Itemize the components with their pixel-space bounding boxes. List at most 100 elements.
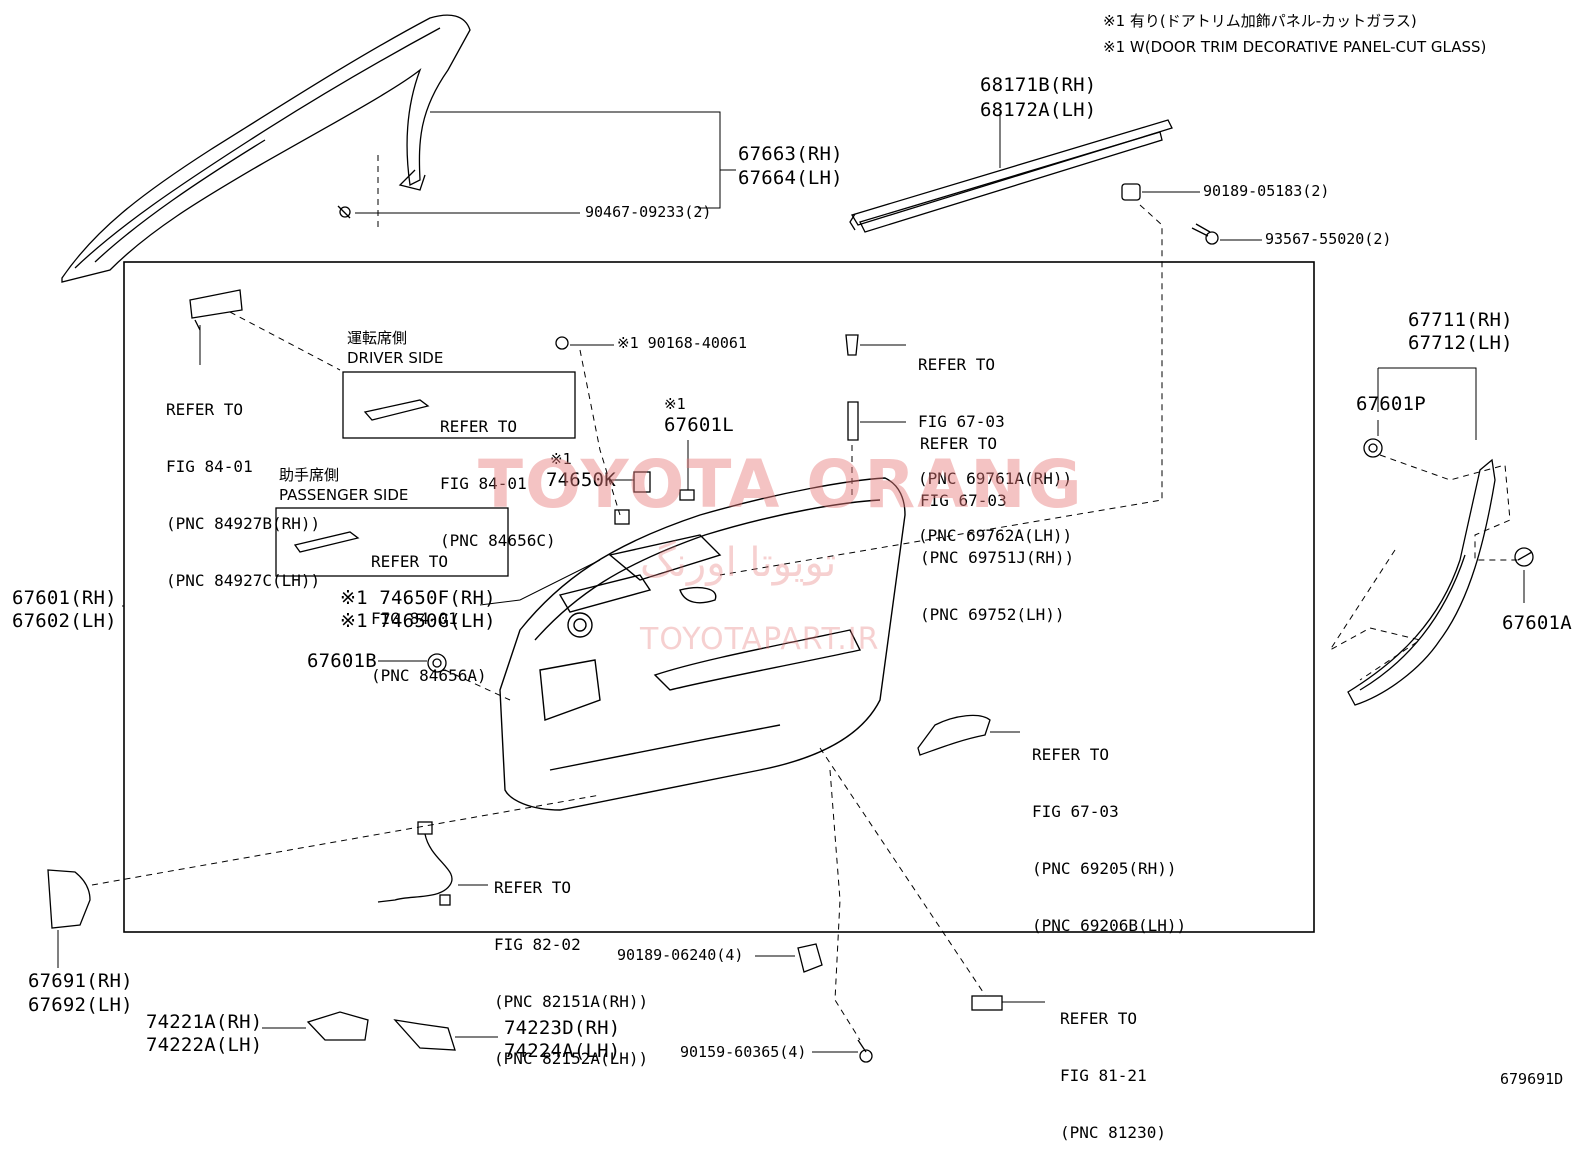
part-74650K (633, 471, 651, 493)
assist-grip-garnish (1347, 458, 1496, 706)
ref-line: (PNC 81230) (1060, 1123, 1166, 1142)
ref-line: REFER TO (918, 355, 996, 374)
part-label-74223[interactable]: 74223D(RH) (504, 1017, 621, 1039)
ref-block-84656C[interactable]: REFER TO FIG 84-01 (PNC 84656C) (440, 379, 556, 569)
ref-block-69761[interactable]: REFER TO FIG 67-03 (PNC 69761A(RH)) (PNC… (918, 317, 1072, 564)
passenger-side-box (275, 507, 509, 577)
ref-block-84656A[interactable]: REFER TO FIG 84-01 (PNC 84656A) (371, 514, 487, 704)
clip-90189-upper (1121, 183, 1141, 201)
wire-harness (377, 821, 453, 906)
triangle-cover (47, 869, 91, 929)
part-label-67712[interactable]: 67712(LH) (1408, 332, 1513, 354)
ref-line: (PNC 84927B(RH)) (166, 514, 321, 533)
ref-line: REFER TO (920, 434, 998, 453)
ref-line: FIG 67-03 (918, 412, 1005, 431)
part-74221 (306, 1011, 369, 1041)
part-label-74224[interactable]: 74224A(LH) (504, 1040, 621, 1062)
part-label-90189-upper[interactable]: 90189-05183(2) (1203, 182, 1330, 200)
ref-line: (PNC 69206B(LH)) (1032, 916, 1187, 935)
ref-line: FIG 67-03 (920, 491, 1007, 510)
part-label-68172[interactable]: 68172A(LH) (980, 99, 1097, 121)
part-label-93567[interactable]: 93567-55020(2) (1265, 230, 1392, 248)
mark-67601L: ※1 (664, 395, 686, 413)
parts-diagram-artwork (47, 14, 1534, 1063)
part-label-67692[interactable]: 67692(LH) (28, 994, 133, 1016)
ref-line: REFER TO (371, 552, 449, 571)
lock-knob-parts (845, 334, 859, 441)
part-label-68171[interactable]: 68171B(RH) (980, 74, 1097, 96)
part-label-74650K[interactable]: 74650K (546, 469, 616, 491)
ref-line: (PNC 84656A) (371, 666, 487, 685)
part-label-67601A[interactable]: 67601A (1502, 612, 1572, 634)
ref-line: REFER TO (1060, 1009, 1138, 1028)
inside-handle (917, 714, 991, 756)
window-frame-garnish (61, 14, 471, 283)
clip-67601B (427, 653, 447, 673)
note-en: ※1 W(DOOR TRIM DECORATIVE PANEL-CUT GLAS… (1103, 38, 1487, 56)
part-label-90168[interactable]: ※1 90168-40061 (617, 334, 747, 352)
driver-side-box (342, 371, 576, 439)
part-label-74222[interactable]: 74222A(LH) (146, 1034, 263, 1056)
screw-93567 (1191, 223, 1219, 245)
ref-line: FIG 67-03 (1032, 802, 1119, 821)
ref-line: (PNC 69761A(RH)) (918, 469, 1073, 488)
ref-line: (PNC 69752(LH)) (920, 605, 1065, 624)
clip-90168 (555, 336, 569, 350)
door-trim-panel (499, 477, 906, 811)
clip-67601P (1363, 438, 1383, 458)
ref-line: REFER TO (166, 400, 244, 419)
ref-line: FIG 84-01 (371, 609, 458, 628)
part-label-74221[interactable]: 74221A(RH) (146, 1011, 263, 1033)
part-label-67601[interactable]: 67601(RH) (12, 587, 117, 609)
ref-block-69751[interactable]: REFER TO FIG 67-03 (PNC 69751J(RH)) (PNC… (920, 396, 1074, 643)
part-label-67601P[interactable]: 67601P (1356, 393, 1426, 415)
note-jp: ※1 有り(ドアトリム加飾パネル-カットガラス) (1103, 12, 1417, 30)
screw-90159 (857, 1039, 873, 1063)
passenger-side-en: PASSENGER SIDE (279, 486, 409, 504)
ref-line: (PNC 69205(RH)) (1032, 859, 1177, 878)
ref-line: FIG 82-02 (494, 935, 581, 954)
ref-line: FIG 84-01 (166, 457, 253, 476)
door-trim-assembly-frame (123, 261, 1315, 933)
part-label-67601L[interactable]: 67601L (664, 414, 734, 436)
ref-block-84927[interactable]: REFER TO FIG 84-01 (PNC 84927B(RH)) (PNC… (166, 362, 320, 609)
ref-block-81230[interactable]: REFER TO FIG 81-21 (PNC 81230) (1060, 971, 1166, 1161)
mark-74650K: ※1 (550, 450, 572, 468)
ref-line: FIG 81-21 (1060, 1066, 1147, 1085)
part-label-67602[interactable]: 67602(LH) (12, 610, 117, 632)
courtesy-lamp (971, 995, 1003, 1011)
part-label-67601B[interactable]: 67601B (307, 650, 377, 672)
part-label-90189-lower[interactable]: 90189-06240(4) (617, 946, 744, 964)
driver-side-en: DRIVER SIDE (347, 349, 444, 367)
part-label-67664[interactable]: 67664(LH) (738, 167, 843, 189)
ref-block-82151[interactable]: REFER TO FIG 82-02 (PNC 82151A(RH)) (PNC… (494, 840, 648, 1087)
part-label-67663[interactable]: 67663(RH) (738, 143, 843, 165)
ref-line: REFER TO (1032, 745, 1110, 764)
part-label-67711[interactable]: 67711(RH) (1408, 309, 1513, 331)
diagram-id: 679691D (1500, 1070, 1564, 1088)
ref-line: (PNC 69751J(RH)) (920, 548, 1075, 567)
clip-cover (614, 509, 630, 525)
ref-line: (PNC 84927C(LH)) (166, 571, 321, 590)
part-label-74650G[interactable]: ※1 74650G(LH) (340, 610, 496, 632)
ref-line: (PNC 69762A(LH)) (918, 526, 1073, 545)
clip-90467 (337, 205, 351, 219)
ref-line: FIG 84-01 (440, 474, 527, 493)
ref-line: REFER TO (440, 417, 518, 436)
belt-weatherstrip (849, 119, 1173, 233)
ref-line: REFER TO (494, 878, 572, 897)
part-74223 (393, 1019, 456, 1051)
part-label-90159[interactable]: 90159-60365(4) (680, 1043, 807, 1061)
part-label-74650F[interactable]: ※1 74650F(RH) (340, 587, 496, 609)
clip-67601L (679, 489, 695, 501)
clip-67601A (1514, 547, 1534, 567)
ref-line: (PNC 82152A(LH)) (494, 1049, 649, 1068)
ref-line: (PNC 82151A(RH)) (494, 992, 649, 1011)
passenger-side-jp: 助手席側 (279, 466, 340, 484)
driver-side-jp: 運転席側 (347, 329, 408, 347)
switch-bracket (189, 289, 243, 331)
part-label-90467[interactable]: 90467-09233(2) (585, 203, 712, 221)
clip-90189-lower (797, 943, 823, 973)
ref-block-69205[interactable]: REFER TO FIG 67-03 (PNC 69205(RH)) (PNC … (1032, 707, 1186, 954)
part-label-67691[interactable]: 67691(RH) (28, 970, 133, 992)
